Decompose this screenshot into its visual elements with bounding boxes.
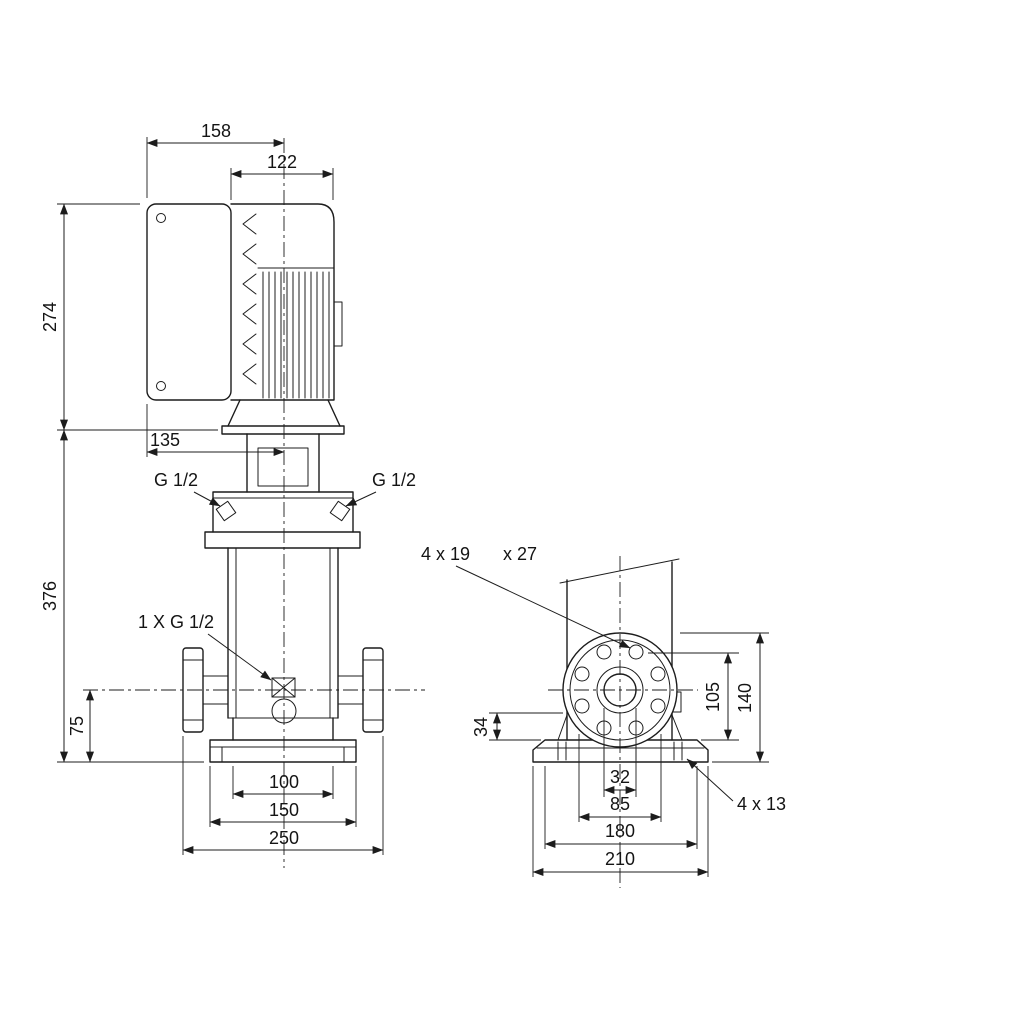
gauge-port <box>271 698 297 724</box>
dim-122-label: 122 <box>267 152 297 172</box>
discharge-flange <box>337 647 384 733</box>
base-plate-outline <box>209 739 357 763</box>
dim-180-label: 180 <box>605 821 635 841</box>
side-leader-lines <box>455 565 734 802</box>
drain-cross <box>271 677 296 698</box>
dim-274-label: 274 <box>40 302 60 332</box>
motor <box>230 203 343 401</box>
bolt-hole <box>574 698 590 714</box>
terminal-box <box>333 301 343 347</box>
flange-holes-depth-label: x 27 <box>503 544 537 564</box>
leader-plug-right <box>345 491 377 507</box>
column-outer <box>227 547 339 719</box>
dim-158-label: 158 <box>201 121 231 141</box>
coupling-section <box>246 433 320 493</box>
vent-plug-right <box>329 500 351 522</box>
coupling-guard <box>257 447 309 487</box>
staybolts <box>235 547 331 719</box>
drain-boss <box>271 677 296 698</box>
leader-drain <box>207 633 272 681</box>
vent-plug-left <box>215 500 237 522</box>
dim-376-label: 376 <box>40 581 60 611</box>
leader-plug-left <box>193 491 221 507</box>
dim-34-label: 34 <box>471 717 491 737</box>
dim-100-label: 100 <box>269 772 299 792</box>
base-plate-outline-side <box>532 739 709 763</box>
flange-plate-left <box>182 647 204 733</box>
side-extension-lines <box>489 632 769 877</box>
screw-icon <box>156 381 166 391</box>
chamber-flare <box>557 714 683 741</box>
bolt-hole <box>596 644 612 660</box>
control-box <box>146 203 232 401</box>
base-plate-side <box>532 739 709 763</box>
front-leader-lines <box>193 491 377 681</box>
front-dimension-lines <box>60 139 384 854</box>
flange-holes-label: 4 x 19 <box>421 544 470 564</box>
dim-85-label: 85 <box>610 794 630 814</box>
stool-plate <box>221 425 345 435</box>
base-holes-label: 4 x 13 <box>737 794 786 814</box>
plug-right-label: G 1/2 <box>372 470 416 490</box>
front-extension-lines <box>57 137 384 855</box>
break-line <box>559 558 680 584</box>
base-bolt-holes <box>557 741 683 761</box>
flange-details-right <box>337 659 384 721</box>
base-feet <box>221 746 345 763</box>
drain-plug <box>271 677 297 724</box>
side-dimension-lines <box>493 632 764 876</box>
pedestal <box>232 717 334 741</box>
screw-icon <box>156 213 166 223</box>
bolt-hole <box>650 666 666 682</box>
leader-flange-holes <box>455 565 631 649</box>
stool-flare <box>227 399 341 427</box>
leader-base-holes <box>686 758 734 802</box>
dim-150-label: 150 <box>269 800 299 820</box>
motor-housing <box>230 203 335 401</box>
dim-135-label: 135 <box>150 430 180 450</box>
dim-32-label: 32 <box>610 767 630 787</box>
bolt-hole <box>574 666 590 682</box>
base-plate-front <box>209 739 357 763</box>
front-view: 158 122 274 135 376 75 100 150 250 G 1/2… <box>40 121 425 868</box>
control-box-body <box>146 203 232 401</box>
dim-75-label: 75 <box>67 716 87 736</box>
dim-105-label: 105 <box>703 682 723 712</box>
motor-stool <box>221 399 345 435</box>
motor-fin-profile <box>242 213 257 385</box>
drain-port-label: 1 X G 1/2 <box>138 612 214 632</box>
dim-140-label: 140 <box>735 683 755 713</box>
dim-210-label: 210 <box>605 849 635 869</box>
head-flange <box>204 531 361 549</box>
dim-250-label: 250 <box>269 828 299 848</box>
flange-plate-right <box>362 647 384 733</box>
plug-left-label: G 1/2 <box>154 470 198 490</box>
lantern-walls <box>246 433 320 493</box>
flange-details-left <box>182 659 229 721</box>
side-view: 4 x 19 x 27 34 105 140 32 85 180 210 4 x… <box>421 544 786 888</box>
bolt-hole <box>628 644 644 660</box>
pump-column <box>227 547 339 741</box>
motor-fins <box>262 271 330 399</box>
suction-flange <box>182 647 229 733</box>
bolt-hole <box>650 698 666 714</box>
pump-head <box>204 491 361 549</box>
